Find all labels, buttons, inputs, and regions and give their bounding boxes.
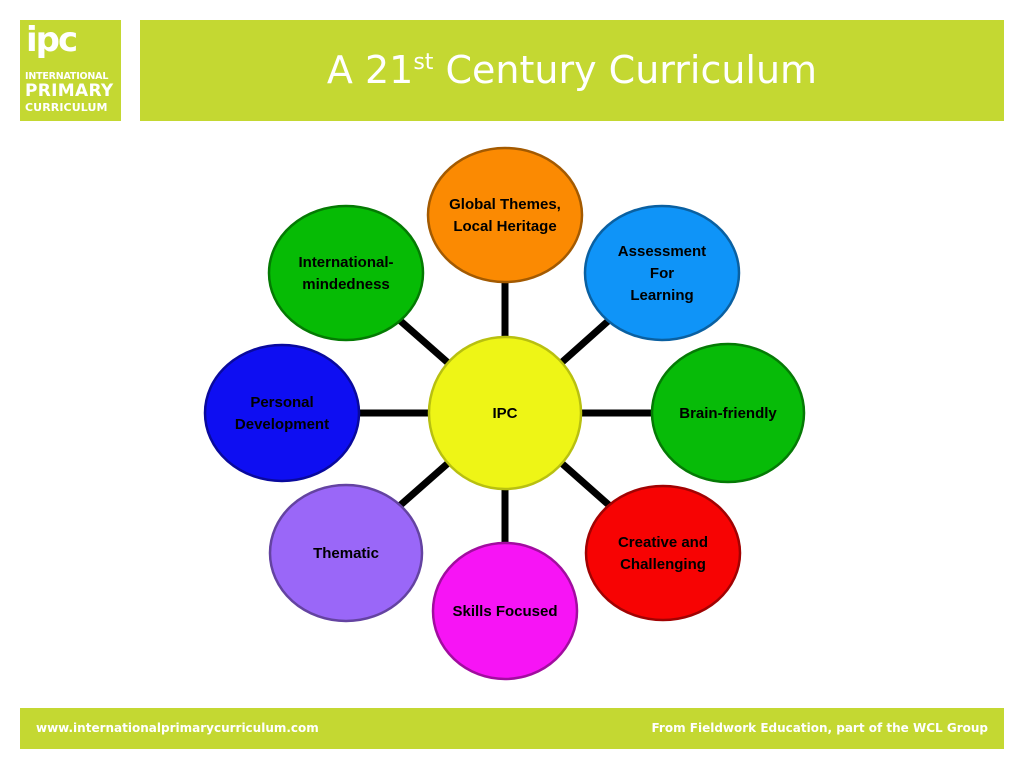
logo-line-primary: PRIMARY [25, 81, 114, 101]
node-personal-label: Development [235, 416, 329, 433]
title-bar: A 21st Century Curriculum [140, 20, 1004, 121]
footer-credit: From Fieldwork Education, part of the WC… [651, 721, 988, 735]
title-superscript: st [413, 50, 434, 75]
node-global-themes-label: Local Heritage [453, 218, 556, 235]
logo-ipc-text: ipc [26, 20, 78, 60]
node-personal-shape [203, 343, 361, 483]
page-title: A 21st Century Curriculum [140, 48, 1004, 92]
ipc-logo: ipc INTERNATIONAL PRIMARY CURRICULUM [20, 20, 121, 121]
footer-bar: www.internationalprimarycurriculum.com F… [20, 708, 1004, 749]
logo-line-curriculum: CURRICULUM [25, 101, 108, 114]
node-global-themes-shape [426, 146, 584, 284]
node-brain-friendly-label: Brain-friendly [679, 405, 777, 422]
node-assessment-label: Assessment [618, 243, 706, 260]
node-assessment-label: Learning [630, 287, 693, 304]
node-assessment-label: For [650, 265, 674, 282]
node-global-themes: Global Themes, Local Heritage [426, 146, 584, 284]
footer-url[interactable]: www.internationalprimarycurriculum.com [36, 721, 319, 735]
node-international-label: mindedness [302, 276, 390, 293]
node-thematic-shape [268, 483, 424, 623]
node-assessment-shape [583, 204, 741, 342]
node-personal-label: Personal [250, 394, 313, 411]
center-node-shape [427, 335, 583, 491]
center-node-group: IPC [427, 335, 583, 491]
node-creative-shape [584, 484, 742, 622]
outer-nodes: Global Themes,Local HeritageAssessmentFo… [203, 146, 806, 681]
node-brain-friendly-shape [650, 342, 806, 484]
node-skills-label: Skills Focused [452, 603, 557, 620]
node-skills-shape [431, 541, 579, 681]
node-international-shape [267, 204, 425, 342]
node-thematic-label: Thematic [313, 545, 379, 562]
title-prefix: A 21 [326, 48, 414, 92]
node-creative-label: Challenging [620, 556, 706, 573]
node-global-themes-label: Global Themes, [449, 196, 561, 213]
node-international-label: International- [298, 254, 393, 271]
node-skills: Skills Focused [431, 541, 579, 681]
center-node-label: IPC [492, 405, 517, 422]
node-brain-friendly: Brain-friendly [650, 342, 806, 484]
node-thematic: Thematic [268, 483, 424, 623]
logo-line-international: INTERNATIONAL [25, 71, 109, 82]
title-suffix: Century Curriculum [433, 48, 818, 92]
node-international: International-mindedness [267, 204, 425, 342]
node-creative-label: Creative and [618, 534, 708, 551]
